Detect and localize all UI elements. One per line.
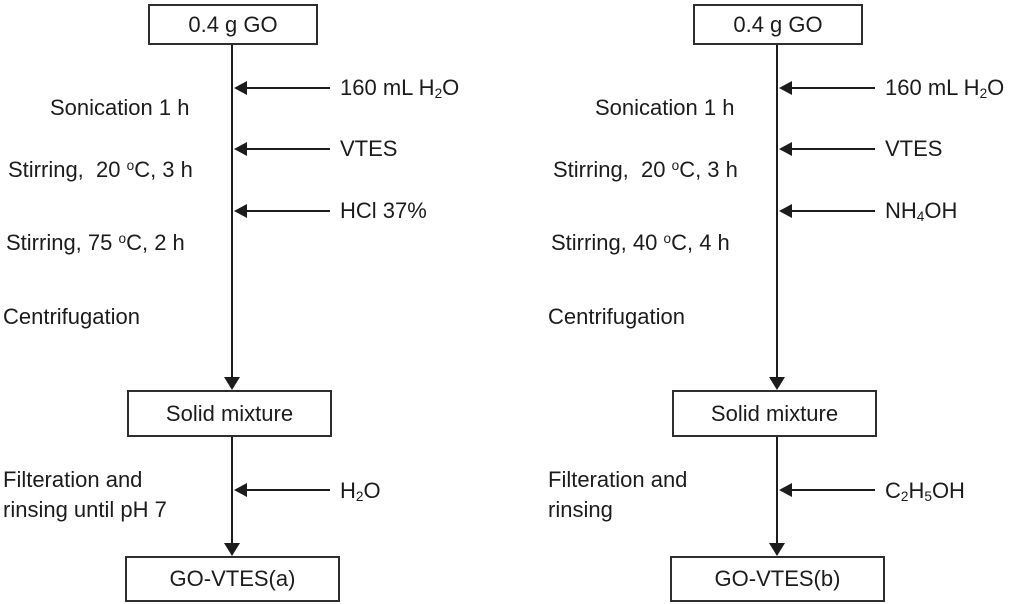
flow-line — [776, 45, 778, 378]
step-label-filtration-line1: Filteration and — [3, 467, 143, 492]
reagent-arrow — [791, 87, 875, 89]
arrowhead-left-icon — [779, 483, 792, 497]
step-label-filtration-line2: rinsing — [548, 497, 613, 522]
reagent-arrow — [791, 210, 875, 212]
arrowhead-down-icon — [224, 543, 240, 556]
solid-mixture-box-b: Solid mixture — [672, 390, 877, 437]
reagent-label-vtes: VTES — [340, 136, 398, 161]
arrowhead-left-icon — [234, 483, 247, 497]
arrowhead-left-icon — [779, 142, 792, 156]
start-box-a: 0.4 g GO — [148, 4, 318, 45]
step-label-stirring-1: Stirring, 20 oC, 3 h — [8, 157, 193, 182]
arrowhead-left-icon — [234, 204, 247, 218]
step-label-centrifugation: Centrifugation — [3, 304, 140, 329]
arrowhead-down-icon — [224, 377, 240, 390]
reagent-label-wash: C2H5OH — [885, 478, 965, 504]
step-label-stirring-2: Stirring, 75 oC, 2 h — [6, 230, 185, 255]
reagent-label-catalyst: NH4OH — [885, 198, 958, 224]
arrowhead-down-icon — [769, 543, 785, 556]
flow-column-a: 0.4 g GO Sonication 1 h Stirring, 20 oC,… — [0, 0, 476, 604]
reagent-arrow — [791, 489, 875, 491]
arrowhead-left-icon — [779, 81, 792, 95]
reagent-arrow — [246, 87, 330, 89]
flow-line — [231, 437, 233, 544]
step-label-stirring-2: Stirring, 40 oC, 4 h — [551, 230, 730, 255]
arrowhead-left-icon — [234, 81, 247, 95]
flow-line — [776, 437, 778, 544]
step-label-stirring-1: Stirring, 20 oC, 3 h — [553, 157, 738, 182]
arrowhead-left-icon — [234, 142, 247, 156]
reagent-arrow — [246, 489, 330, 491]
flow-column-b: 0.4 g GO Sonication 1 h Stirring, 20 oC,… — [545, 0, 1021, 604]
step-label-filtration-line2: rinsing until pH 7 — [3, 497, 167, 522]
reagent-label-wash: H2O — [340, 478, 381, 504]
start-box-b: 0.4 g GO — [693, 4, 863, 45]
reagent-arrow — [246, 148, 330, 150]
reagent-label-vtes: VTES — [885, 136, 943, 161]
step-label-filtration-line1: Filteration and — [548, 467, 688, 492]
step-label-sonication: Sonication 1 h — [50, 95, 190, 120]
arrowhead-left-icon — [779, 204, 792, 218]
arrowhead-down-icon — [769, 377, 785, 390]
flow-line — [231, 45, 233, 378]
solid-mixture-box-a: Solid mixture — [127, 390, 332, 437]
product-box-a: GO-VTES(a) — [125, 556, 340, 602]
reagent-label-water: 160 mL H2O — [340, 75, 460, 101]
reagent-arrow — [246, 210, 330, 212]
reagent-label-catalyst: HCl 37% — [340, 198, 427, 223]
step-label-sonication: Sonication 1 h — [595, 95, 735, 120]
product-box-b: GO-VTES(b) — [670, 556, 885, 602]
step-label-centrifugation: Centrifugation — [548, 304, 685, 329]
reagent-label-water: 160 mL H2O — [885, 75, 1005, 101]
reagent-arrow — [791, 148, 875, 150]
